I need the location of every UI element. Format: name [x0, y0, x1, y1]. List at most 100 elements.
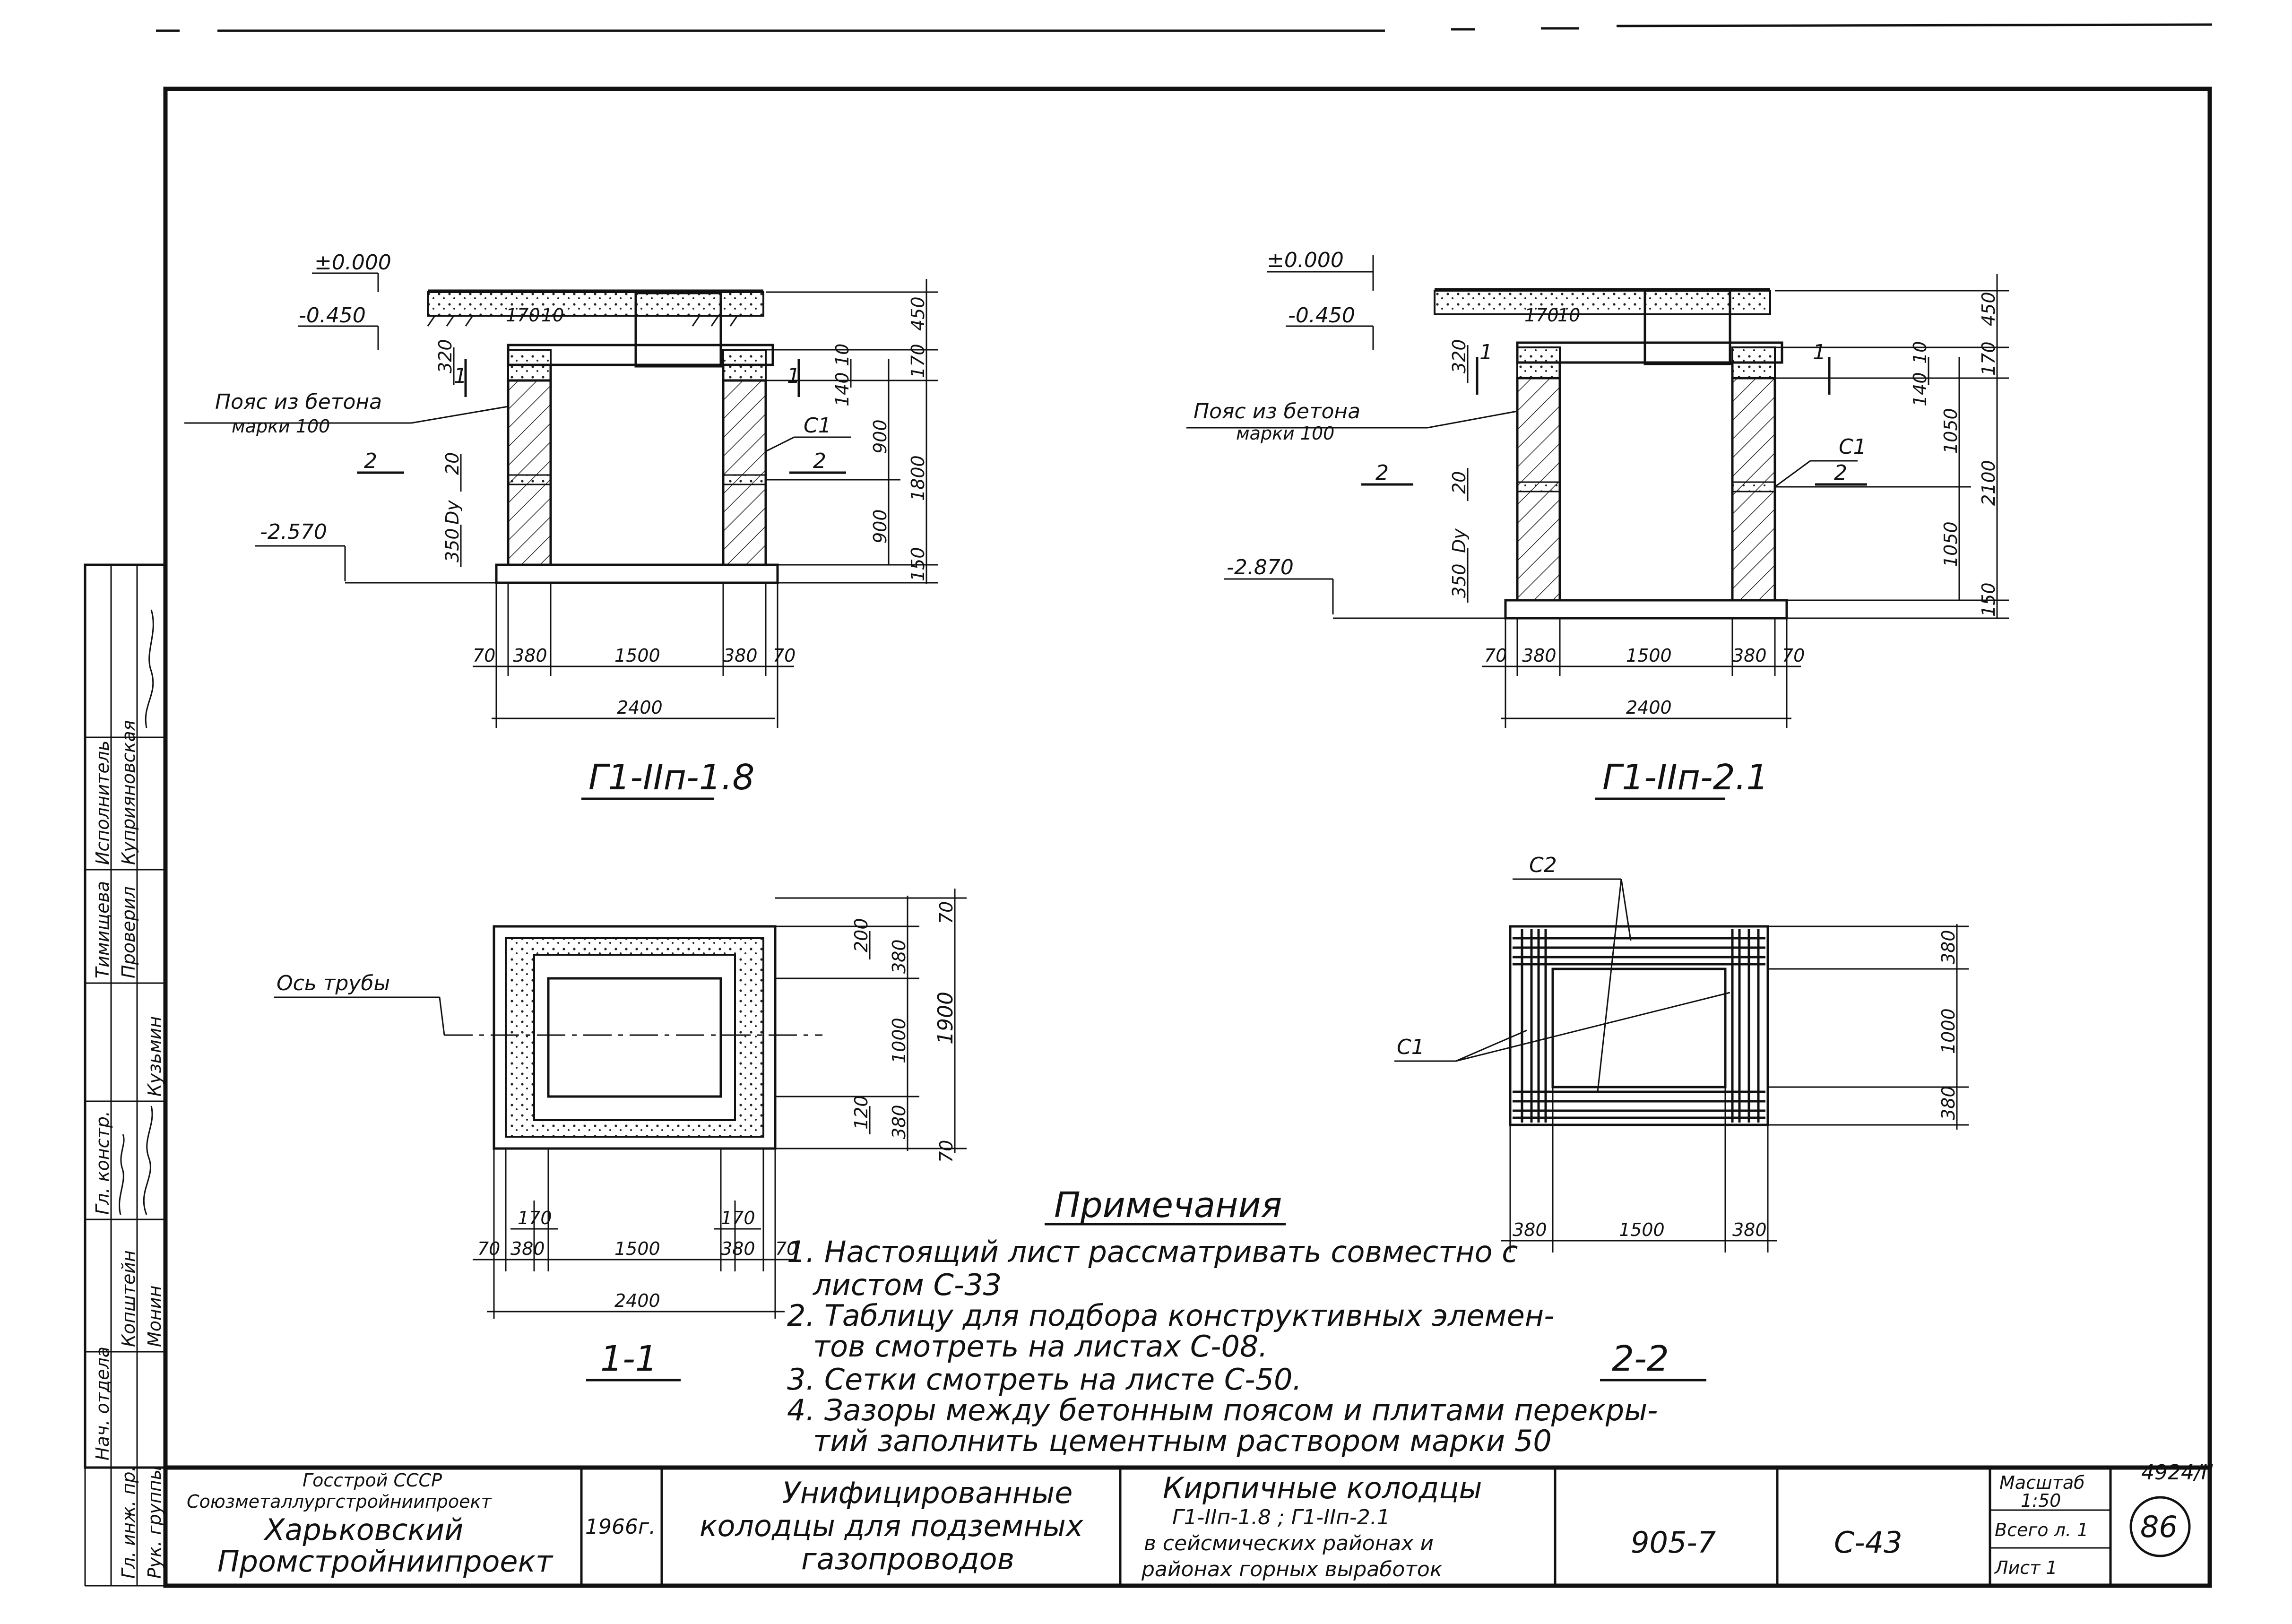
dim-bottom-70a-right: 70 [1484, 645, 1507, 666]
elevation-right [1186, 255, 2009, 800]
belt-label-left-2: марки 100 [232, 416, 330, 437]
name-timishcheva: Тимищева [92, 881, 113, 978]
s22-dim-1500: 1500 [1619, 1219, 1665, 1240]
section-2-2 [1394, 878, 1969, 1382]
signature-2 [143, 1106, 153, 1215]
belt-label-right-2: марки 100 [1236, 423, 1334, 444]
level-zero-left: ±0.000 [314, 251, 391, 275]
dim-right-140-left: 140 [832, 372, 853, 406]
section-mark-1-left-b: 1 [787, 364, 800, 388]
dim-total-left: 2400 [617, 697, 663, 718]
dim-bottom-70b-right: 70 [1782, 645, 1805, 666]
note-2: 2. Таблицу для подбора конструктивных эл… [787, 1298, 1555, 1333]
dim-right-1050-upper-right: 1050 [1940, 408, 1961, 454]
page-number-circle [2129, 1496, 2191, 1557]
note-4-cont: тий заполнить цементным раствором марки … [813, 1424, 1552, 1458]
sheet-index: Лист 1 [1994, 1557, 2058, 1578]
dim-right-1050-lower-right: 1050 [1940, 521, 1961, 567]
caption-section-1-1: 1-1 [600, 1339, 657, 1379]
dim-bottom-70b-left: 70 [773, 645, 796, 666]
dim-right-10-left: 10 [832, 344, 853, 366]
s11-dim-1000: 1000 [889, 1018, 909, 1063]
dim-left-20-right: 20 [1449, 471, 1470, 494]
dim-bottom-1500-right: 1500 [1626, 645, 1672, 666]
level-bottom-right: -2.870 [1227, 555, 1294, 579]
dim-left-20: 20 [442, 452, 463, 475]
name-monin: Монин [144, 1286, 165, 1347]
mesh-label-c1: С1 [1397, 1035, 1425, 1059]
section-mark-2-right-a: 2 [1375, 461, 1389, 485]
section-mark-1-right-a: 1 [1479, 340, 1493, 364]
belt-label-right-1: Пояс из бетона [1194, 399, 1360, 423]
s11-dim-70-bottom: 70 [936, 1140, 957, 1163]
dim-left-320: 320 [435, 339, 456, 373]
level-zero-right: ±0.000 [1267, 248, 1344, 272]
s11-dim-380-bottom: 380 [889, 1105, 909, 1139]
role-executor: Исполнитель [92, 741, 113, 865]
dim-left-350-right: 350 [1449, 563, 1470, 598]
dim-right-900-lower-left: 900 [870, 509, 891, 544]
dim-right-140-right: 140 [1910, 372, 1930, 406]
role-chief-engineer: Гл. инж. пр. [118, 1466, 139, 1579]
elevation-left [184, 272, 938, 800]
project-line-3: газопроводов [801, 1542, 1014, 1576]
dim-left-320-right: 320 [1449, 339, 1470, 373]
dim-right-450-right: 450 [1978, 292, 1999, 326]
s22-dim-380a: 380 [1513, 1219, 1547, 1240]
dim-top-10-right: 10 [1557, 305, 1580, 326]
dim-bottom-70a-left: 70 [473, 645, 495, 666]
role-group-head: Рук. группы [144, 1466, 165, 1579]
s11-dim-380-top: 380 [889, 939, 909, 974]
s11-dim-380b: 380 [721, 1238, 755, 1259]
dim-right-900-upper-left: 900 [870, 419, 891, 454]
name-kupriyanovskaya: Куприяновская [118, 720, 139, 865]
section-1-1 [274, 889, 967, 1382]
axis-label: Ось трубы [277, 971, 390, 995]
s11-dim-70a: 70 [477, 1238, 500, 1259]
s11-dim-170-right: 170 [721, 1208, 755, 1228]
section-mark-1-left-a: 1 [454, 364, 467, 388]
dim-right-150-right: 150 [1978, 582, 1999, 617]
dim-bottom-380b-right: 380 [1732, 645, 1767, 666]
signature-3 [119, 1134, 125, 1215]
section-mark-2-left-b: 2 [813, 449, 826, 473]
name-kuzmin: Кузьмин [144, 1016, 165, 1097]
name-kopshtein: Копштейн [118, 1250, 139, 1347]
sheet-number: 4924/II [2141, 1460, 2214, 1485]
org-soyuzmetallurg: Союзметаллургстройниипроект [187, 1491, 492, 1512]
dim-right-170-right: 170 [1978, 341, 1999, 376]
belt-label-left-1: Пояс из бетона [215, 390, 382, 414]
caption-section-2-2: 2-2 [1612, 1339, 1669, 1379]
mesh-label-left: С1 [804, 414, 831, 438]
s11-dim-1900: 1900 [934, 992, 958, 1045]
note-2-cont: тов смотреть на листах С-08. [813, 1329, 1268, 1364]
level-minus-0450-right: -0.450 [1288, 303, 1355, 328]
section-2-2-labels: С2 С1 380 1000 380 380 1500 380 2-2 [1397, 853, 1959, 1379]
s11-dim-200: 200 [851, 918, 872, 952]
section-mark-2-left-a: 2 [364, 449, 377, 473]
s11-dim-170-left: 170 [518, 1208, 552, 1228]
scale-label: Масштаб [1999, 1472, 2085, 1493]
s11-dim-380a: 380 [510, 1238, 545, 1259]
dim-left-du: Dу [442, 500, 463, 525]
dim-bottom-380a-left: 380 [513, 645, 547, 666]
dim-right-10-right: 10 [1910, 341, 1930, 364]
notes-heading: Примечания [1054, 1185, 1282, 1226]
title-block: Госстрой СССР Союзметаллургстройниипроек… [163, 1465, 2212, 1588]
side-stamp: Гл. инж. пр. Рук. группы Нач. отдела Гл.… [84, 563, 167, 1587]
dim-bottom-1500-left: 1500 [614, 645, 660, 666]
sheet-title-3: в сейсмических районах и [1144, 1531, 1434, 1555]
s22-dim-380b: 380 [1732, 1219, 1767, 1240]
notes-block: Примечания 1. Настоящий лист рассматрива… [787, 1185, 1658, 1458]
dim-bottom-380a-right: 380 [1522, 645, 1557, 666]
s11-dim-120: 120 [851, 1095, 872, 1130]
role-checked: Проверил [118, 886, 139, 978]
dim-right-450-left: 450 [908, 296, 928, 331]
dim-right-1800-left: 1800 [908, 455, 928, 501]
dim-total-right: 2400 [1626, 697, 1672, 718]
dim-left-du-right: Dу [1449, 528, 1470, 553]
sheet-code: С-43 [1834, 1525, 1903, 1560]
page-number: 86 [2140, 1510, 2178, 1544]
elevation-right-labels: ±0.000 -0.450 -2.870 Пояс из бетона марк… [1194, 248, 1999, 798]
top-border-lines [156, 23, 2213, 32]
